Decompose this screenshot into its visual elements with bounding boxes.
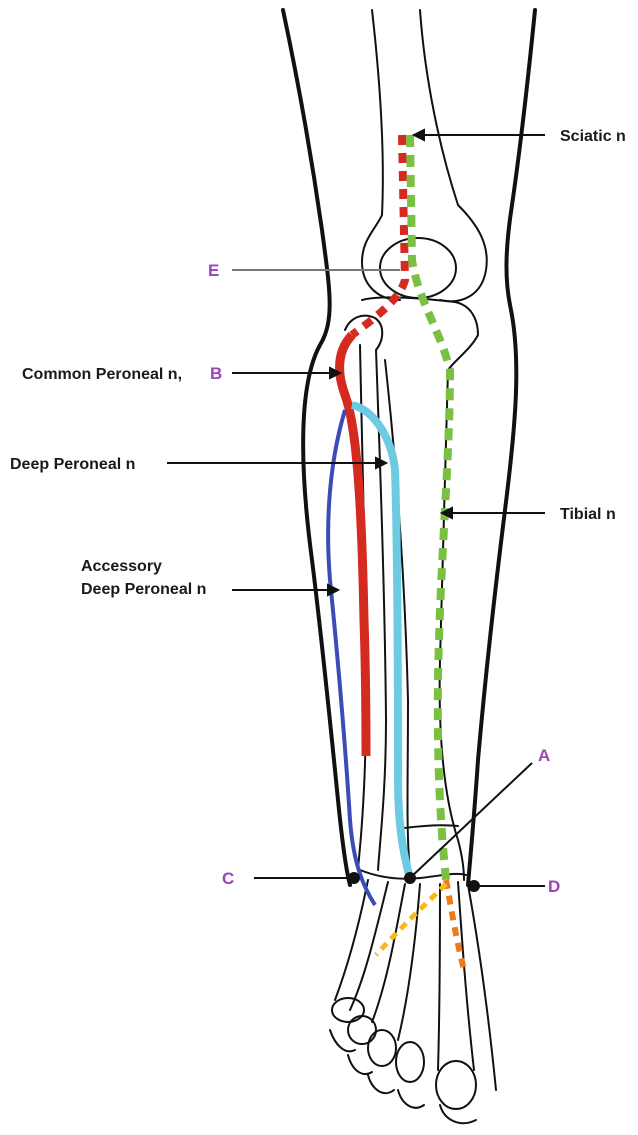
label-deep-peroneal: Deep Peroneal n [10, 456, 135, 473]
tibia-shaft-right [440, 370, 464, 880]
femur-left [362, 10, 400, 300]
d-point [469, 881, 479, 891]
c-point [349, 873, 359, 883]
distal-tibia-line [404, 825, 458, 828]
label-c: C [222, 869, 234, 888]
deep-peroneal-arrowhead [376, 458, 386, 468]
label-tibial: Tibial n [560, 506, 616, 523]
label-common-peroneal: Common Peroneal n, [22, 366, 182, 383]
label-b: B [210, 364, 222, 383]
label-accessory-line2: Deep Peroneal n [81, 581, 206, 598]
nerves [328, 135, 464, 970]
yellow-dashed-branch [376, 884, 446, 955]
label-accessory-line1: Accessory [81, 558, 162, 575]
label-a: A [538, 746, 550, 765]
patella [380, 238, 456, 298]
label-sciatic: Sciatic n [560, 128, 626, 145]
label-e: E [208, 261, 219, 280]
label-d: D [548, 877, 560, 896]
leg-outline-right [468, 10, 535, 885]
leg-outline-left [283, 10, 350, 885]
accessory-arrowhead [328, 585, 338, 595]
a-point [405, 873, 415, 883]
sciatic-nerve-red-dashed [352, 135, 405, 335]
sciatic-arrowhead [414, 130, 424, 140]
